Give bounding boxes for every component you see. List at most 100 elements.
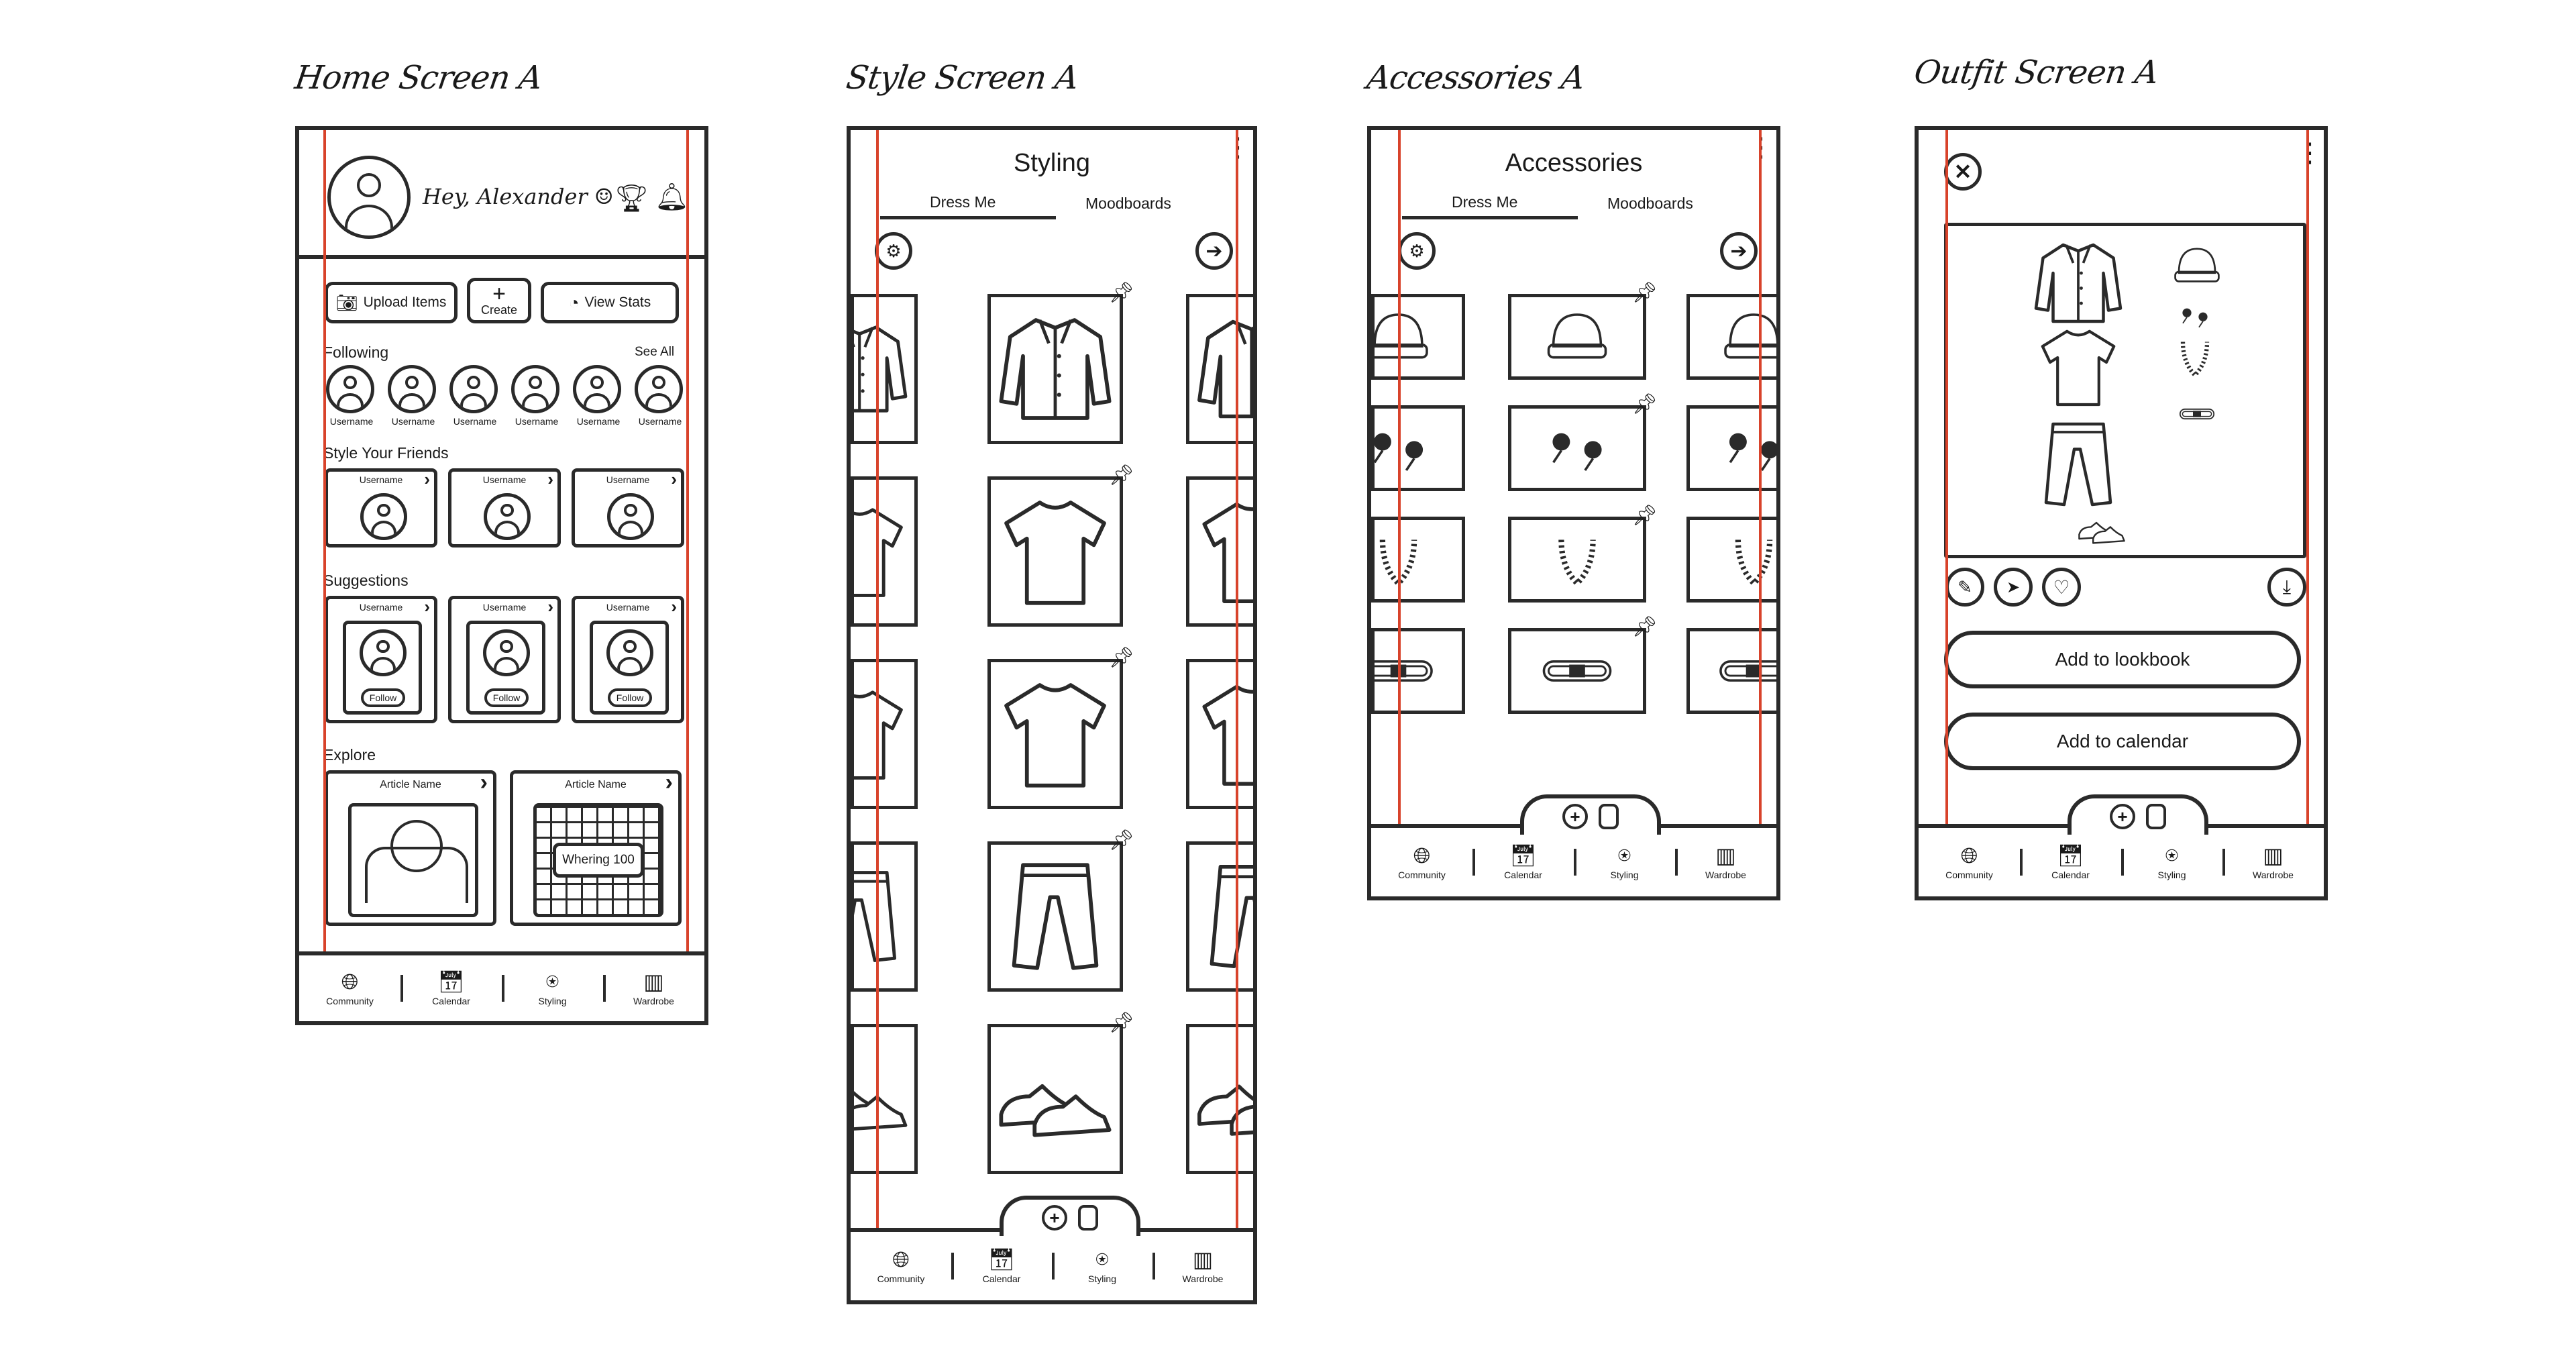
following-avatar[interactable] <box>449 365 498 413</box>
phone-icon[interactable] <box>1599 804 1619 829</box>
clothing-item-sneakers[interactable] <box>851 1024 918 1174</box>
clothing-item-pants[interactable]: 📌︎ <box>987 829 1134 992</box>
pin-icon[interactable]: 📌︎ <box>1632 282 1658 304</box>
nav-styling[interactable]: ⍟Styling <box>1574 828 1675 896</box>
phone-icon[interactable] <box>2146 804 2166 829</box>
following-avatar[interactable] <box>511 365 559 413</box>
clothing-item-necklace[interactable]: 📌︎ <box>1508 505 1658 603</box>
add-outfit-fab[interactable]: + <box>1000 1196 1140 1236</box>
follow-button[interactable]: Follow <box>484 688 529 707</box>
clothing-item-hat[interactable] <box>1371 294 1465 380</box>
clothing-item-earrings[interactable] <box>1371 405 1465 491</box>
arrow-right-icon[interactable]: ➔ <box>1720 232 1758 270</box>
profile-icon[interactable] <box>327 156 411 239</box>
suggestion-card[interactable]: Username›Follow <box>572 596 684 723</box>
nav-calendar[interactable]: 📅︎Calendar <box>951 1232 1052 1300</box>
trophy-icon[interactable]: 🏆︎ <box>614 184 649 213</box>
send-icon[interactable]: ➤ <box>1994 568 2033 607</box>
follow-button[interactable]: Follow <box>608 688 652 707</box>
suggestion-card[interactable]: Username›Follow <box>325 596 437 723</box>
clothing-item-pants[interactable] <box>1186 841 1253 992</box>
edit-icon[interactable]: ✎ <box>1945 568 1984 607</box>
nav-styling[interactable]: ⍟Styling <box>502 955 603 1021</box>
clothing-item-tshirt[interactable] <box>851 659 918 809</box>
add-outfit-fab[interactable]: + <box>2068 794 2208 835</box>
following-avatar[interactable] <box>388 365 436 413</box>
arrow-right-icon[interactable]: ➔ <box>1195 232 1233 270</box>
clothing-item-belt[interactable] <box>1686 628 1776 714</box>
following-avatar[interactable] <box>573 365 621 413</box>
clothing-item-necklace[interactable] <box>1371 517 1465 603</box>
clothing-item-sneakers[interactable] <box>1186 1024 1253 1174</box>
clothing-item-belt[interactable]: 📌︎ <box>1508 616 1658 714</box>
clothing-item-hat[interactable] <box>1686 294 1776 380</box>
pin-icon[interactable]: 📌︎ <box>1109 464 1135 486</box>
article-card[interactable]: Article Name›Whering 100 <box>510 770 682 926</box>
pin-icon[interactable]: 📌︎ <box>1109 1012 1135 1034</box>
clothing-item-tshirt[interactable]: 📌︎ <box>987 464 1134 627</box>
add-to-calendar-button[interactable]: Add to calendar <box>1944 713 2301 770</box>
nav-styling[interactable]: ⍟Styling <box>1052 1232 1152 1300</box>
pin-icon[interactable]: 📌︎ <box>1632 505 1658 527</box>
chevron-right-icon[interactable]: › <box>480 770 488 795</box>
clothing-item-earrings[interactable] <box>1686 405 1776 491</box>
pin-icon[interactable]: 📌︎ <box>1632 393 1658 415</box>
pin-icon[interactable]: 📌︎ <box>1109 829 1135 851</box>
following-avatar[interactable] <box>326 365 374 413</box>
more-vert-icon[interactable]: ⋮ <box>1748 133 1774 162</box>
pin-icon[interactable]: 📌︎ <box>1632 616 1658 638</box>
pin-icon[interactable]: 📌︎ <box>1109 647 1135 669</box>
tab-moodboards[interactable]: Moodboards <box>1085 195 1171 212</box>
belt-item[interactable] <box>2163 394 2231 434</box>
close-icon[interactable]: ✕ <box>1944 153 1982 191</box>
tshirt-item[interactable] <box>2028 320 2129 414</box>
create-button[interactable]: + Create <box>467 278 531 323</box>
more-vert-icon[interactable]: ⋮ <box>2296 138 2323 168</box>
nav-calendar[interactable]: 📅︎Calendar <box>400 955 502 1021</box>
necklace-item[interactable] <box>2165 327 2225 387</box>
see-all-link[interactable]: See All <box>635 345 675 359</box>
nav-community[interactable]: 🌐︎Community <box>1371 828 1472 896</box>
nav-community[interactable]: 🌐︎Community <box>299 955 400 1021</box>
nav-wardrobe[interactable]: ▥Wardrobe <box>2222 828 2324 896</box>
chevron-right-icon[interactable]: › <box>424 596 430 617</box>
chevron-right-icon[interactable]: › <box>547 596 553 617</box>
tab-moodboards[interactable]: Moodboards <box>1607 195 1693 212</box>
friend-card[interactable]: Username› <box>572 468 684 547</box>
clothing-item-belt[interactable] <box>1371 628 1465 714</box>
clothing-item-necklace[interactable] <box>1686 517 1776 603</box>
add-to-lookbook-button[interactable]: Add to lookbook <box>1944 631 2301 688</box>
add-outfit-fab[interactable]: + <box>1520 794 1661 835</box>
clothing-item-tshirt[interactable] <box>1186 659 1253 809</box>
plus-icon[interactable]: + <box>1562 804 1588 829</box>
clothing-item-jacket[interactable]: 📌︎ <box>987 282 1134 444</box>
nav-calendar[interactable]: 📅︎Calendar <box>1472 828 1574 896</box>
nav-wardrobe[interactable]: ▥Wardrobe <box>1152 1232 1253 1300</box>
clothing-item-jacket[interactable] <box>851 294 918 444</box>
friend-card[interactable]: Username› <box>448 468 561 547</box>
clothing-item-sneakers[interactable]: 📌︎ <box>987 1012 1134 1174</box>
tab-dress-me[interactable]: Dress Me <box>1452 193 1518 211</box>
chevron-right-icon[interactable]: › <box>424 469 430 489</box>
clothing-item-jacket[interactable] <box>1186 294 1253 444</box>
clothing-item-hat[interactable]: 📌︎ <box>1508 282 1658 380</box>
friend-card[interactable]: Username› <box>325 468 437 547</box>
plus-icon[interactable]: + <box>1042 1205 1067 1231</box>
pin-icon[interactable]: 📌︎ <box>1109 282 1135 304</box>
chevron-right-icon[interactable]: › <box>671 596 677 617</box>
chevron-right-icon[interactable]: › <box>665 770 673 795</box>
clothing-item-pants[interactable] <box>851 841 918 992</box>
article-card[interactable]: Article Name› <box>325 770 496 926</box>
nav-community[interactable]: 🌐︎Community <box>1919 828 2020 896</box>
heart-icon[interactable]: ♡ <box>2042 568 2081 607</box>
nav-wardrobe[interactable]: ▥Wardrobe <box>603 955 704 1021</box>
clothing-item-tshirt[interactable]: 📌︎ <box>987 647 1134 809</box>
nav-styling[interactable]: ⍟Styling <box>2121 828 2222 896</box>
filter-icon[interactable]: ⚙︎ <box>875 232 912 270</box>
jacket-item[interactable] <box>2021 233 2135 333</box>
bell-icon[interactable]: 🔔︎ <box>655 182 689 212</box>
shoes-item[interactable] <box>2055 501 2149 555</box>
clothing-item-tshirt[interactable] <box>1186 476 1253 627</box>
filter-icon[interactable]: ⚙︎ <box>1398 232 1436 270</box>
clothing-item-tshirt[interactable] <box>851 476 918 627</box>
